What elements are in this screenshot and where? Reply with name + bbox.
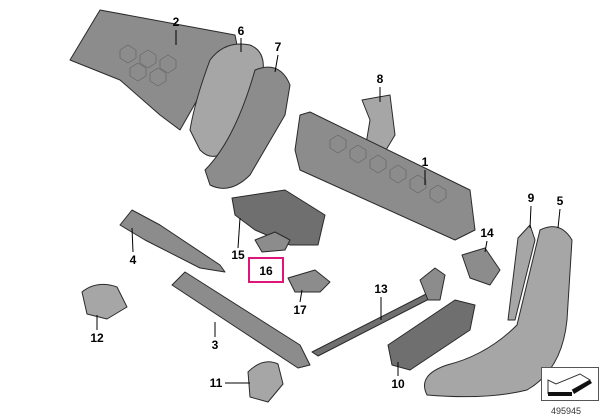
part-4-trim-strip[interactable]: [119, 209, 226, 273]
part-16-clip[interactable]: [254, 231, 291, 253]
callout-4[interactable]: 4: [129, 253, 137, 267]
image-id: 495945: [550, 406, 582, 416]
part-14-cover[interactable]: [461, 247, 501, 286]
callout-17[interactable]: 17: [293, 303, 307, 317]
part-15-cover[interactable]: [231, 189, 326, 246]
callout-8[interactable]: 8: [376, 72, 384, 86]
callout-6[interactable]: 6: [237, 24, 245, 38]
callout-16-highlighted[interactable]: 16: [248, 257, 284, 283]
part-5-seat-side-cover[interactable]: [424, 226, 573, 398]
part-12-cap[interactable]: [81, 283, 128, 320]
callout-10[interactable]: 10: [391, 377, 405, 391]
part-3-sill-trim[interactable]: [171, 271, 311, 369]
part-10-bracket[interactable]: [387, 299, 476, 371]
callout-3[interactable]: 3: [211, 338, 219, 352]
part-7-seat-side-trim[interactable]: [204, 66, 291, 189]
callout-9[interactable]: 9: [527, 191, 535, 205]
callout-15[interactable]: 15: [231, 248, 245, 262]
leader-lines: [96, 30, 561, 384]
view-direction-icon: [541, 367, 599, 401]
callout-7[interactable]: 7: [274, 40, 282, 54]
callout-12[interactable]: 12: [90, 331, 104, 345]
callout-14[interactable]: 14: [480, 226, 494, 240]
part-13-rod[interactable]: [311, 267, 446, 357]
part-9-trim[interactable]: [507, 224, 536, 321]
callout-11[interactable]: 11: [209, 376, 223, 390]
callout-1[interactable]: 1: [421, 155, 429, 169]
callout-5[interactable]: 5: [556, 194, 564, 208]
part-1-rear-panel[interactable]: [294, 111, 476, 241]
callout-13[interactable]: 13: [374, 282, 388, 296]
callout-2[interactable]: 2: [172, 15, 180, 29]
part-17-clip[interactable]: [287, 269, 331, 293]
part-11-cap[interactable]: [247, 361, 284, 403]
